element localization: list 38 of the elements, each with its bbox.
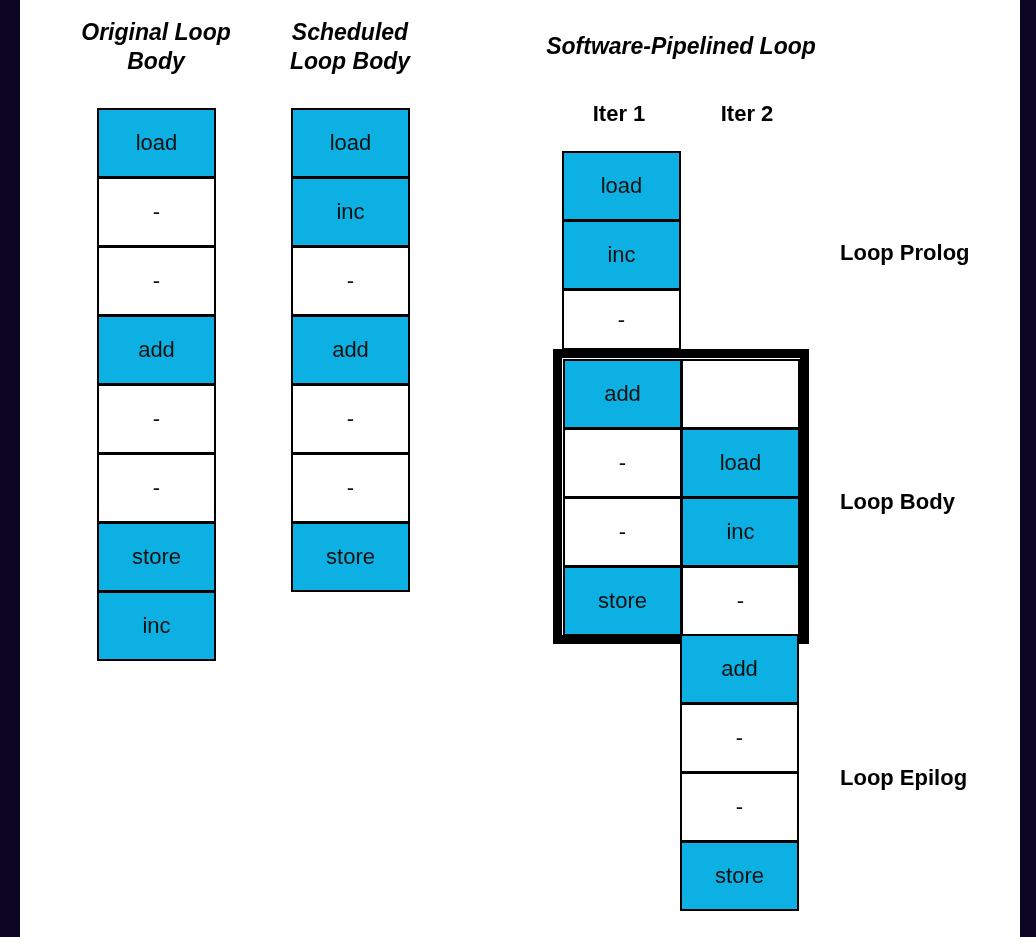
instruction-slot: load bbox=[681, 428, 800, 498]
instruction-slot: - bbox=[291, 453, 410, 523]
instruction-slot: load bbox=[291, 108, 410, 178]
instruction-slot: add bbox=[97, 315, 216, 385]
instruction-slot: - bbox=[291, 384, 410, 454]
column-heading: Software-Pipelined Loop bbox=[546, 32, 816, 61]
instruction-slot: - bbox=[562, 289, 681, 350]
instruction-slot: - bbox=[563, 428, 682, 498]
instruction-slot: store bbox=[680, 841, 799, 911]
instruction-slot: - bbox=[681, 566, 800, 636]
instruction-slot: - bbox=[97, 246, 216, 316]
instruction-slot: store bbox=[97, 522, 216, 592]
instruction-slot: - bbox=[291, 246, 410, 316]
instruction-slot: - bbox=[680, 772, 799, 842]
column-heading: Scheduled Loop Body bbox=[288, 18, 412, 76]
section-label: Loop Body bbox=[840, 489, 955, 515]
instruction-slot: inc bbox=[562, 220, 681, 290]
instruction-slot: - bbox=[680, 703, 799, 773]
instruction-slot: store bbox=[563, 566, 682, 636]
instruction-slot: add bbox=[563, 359, 682, 429]
instruction-slot: load bbox=[562, 151, 681, 221]
instruction-slot: store bbox=[291, 522, 410, 592]
instruction-slot: - bbox=[563, 497, 682, 567]
instruction-slot: load bbox=[97, 108, 216, 178]
instruction-slot: - bbox=[97, 453, 216, 523]
column-heading: Iter 2 bbox=[720, 101, 774, 127]
loop-body-frame bbox=[553, 349, 809, 644]
section-label: Loop Prolog bbox=[840, 240, 970, 266]
instruction-slot: - bbox=[97, 384, 216, 454]
instruction-slot: inc bbox=[97, 591, 216, 661]
instruction-slot: add bbox=[291, 315, 410, 385]
instruction-slot: - bbox=[97, 177, 216, 247]
column-heading: Original Loop Body bbox=[81, 18, 231, 76]
section-label: Loop Epilog bbox=[840, 765, 968, 791]
instruction-slot: inc bbox=[681, 497, 800, 567]
instruction-slot: add bbox=[680, 634, 799, 704]
column-heading: Iter 1 bbox=[592, 101, 646, 127]
instruction-slot: inc bbox=[291, 177, 410, 247]
